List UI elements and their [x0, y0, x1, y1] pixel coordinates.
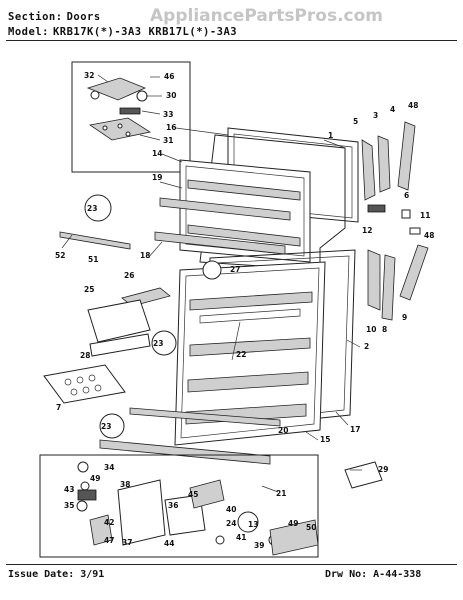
callout-25: 25	[84, 285, 94, 294]
callout-51: 51	[88, 255, 98, 264]
hardware-inset	[39, 454, 319, 558]
callout-17: 17	[350, 425, 360, 434]
callout-26: 26	[124, 271, 134, 280]
callout-23-upper: 23	[87, 204, 97, 213]
callout-18: 18	[140, 251, 150, 260]
callout-24: 24	[226, 519, 236, 528]
callout-35: 35	[64, 501, 74, 510]
callout-52: 52	[55, 251, 65, 260]
callout-21: 21	[276, 489, 286, 498]
section-value: Doors	[66, 11, 101, 23]
section-label: Section:	[8, 11, 63, 23]
callout-2: 2	[364, 342, 369, 351]
callout-27: 27	[230, 265, 240, 274]
callout-7: 7	[56, 403, 61, 412]
callout-14: 14	[152, 149, 162, 158]
model-row: Model:KRB17K(*)-3A3 KRB17L(*)-3A3	[8, 26, 237, 38]
callout-13: 13	[248, 520, 258, 529]
hinge-cover-inset	[71, 61, 191, 173]
callout-23-middle: 23	[153, 339, 163, 348]
callout-46: 46	[164, 72, 174, 81]
callout-36: 36	[168, 501, 178, 510]
callout-34: 34	[104, 463, 114, 472]
callout-5: 5	[353, 117, 358, 126]
callout-19: 19	[152, 173, 162, 182]
callout-9: 9	[402, 313, 407, 322]
footer-rule	[6, 564, 457, 565]
watermark: AppliancePartsPros.com	[150, 6, 384, 26]
callout-4: 4	[390, 105, 395, 114]
section-row: Section:Doors	[8, 11, 101, 23]
callout-48-upper: 48	[408, 101, 418, 110]
callout-6: 6	[404, 191, 409, 200]
callout-32: 32	[84, 71, 94, 80]
callout-1: 1	[328, 131, 333, 140]
callout-29: 29	[378, 465, 388, 474]
callout-48-lower: 48	[424, 231, 434, 240]
callout-39: 39	[254, 541, 264, 550]
callout-40: 40	[226, 505, 236, 514]
door-trim-parts	[59, 231, 281, 465]
door-bins	[43, 287, 171, 404]
callout-23-lower: 23	[101, 422, 111, 431]
model-label: Model:	[8, 26, 49, 38]
callout-44: 44	[164, 539, 174, 548]
callout-22: 22	[236, 350, 246, 359]
callout-47: 47	[104, 536, 114, 545]
callout-10: 10	[366, 325, 376, 334]
callout-12: 12	[362, 226, 372, 235]
callout-37: 37	[122, 538, 132, 547]
issue-date: Issue Date: 3/91	[8, 569, 105, 580]
callout-41: 41	[236, 533, 246, 542]
detail-circles	[84, 194, 222, 439]
callout-11: 11	[420, 211, 430, 220]
freezer-door-assembly	[154, 127, 359, 271]
callout-33: 33	[163, 110, 173, 119]
callout-38: 38	[120, 480, 130, 489]
callout-20: 20	[278, 426, 288, 435]
callout-49-left: 49	[90, 474, 100, 483]
callout-3: 3	[373, 111, 378, 120]
header-rule	[6, 40, 457, 41]
callout-43: 43	[64, 485, 74, 494]
callout-30: 30	[166, 91, 176, 100]
callout-42: 42	[104, 518, 114, 527]
drawing-number: Drw No: A-44-338	[325, 569, 422, 580]
callout-31: 31	[163, 136, 173, 145]
hinges-handles	[344, 121, 429, 489]
leader-lines	[61, 127, 362, 493]
model-value: KRB17K(*)-3A3 KRB17L(*)-3A3	[52, 26, 238, 38]
callout-labels: 32 46 30 33 31 16 14 1 19 5 3 4 48 23 52…	[55, 71, 434, 550]
callout-45: 45	[188, 490, 198, 499]
callout-15: 15	[320, 435, 330, 444]
callout-16: 16	[166, 123, 176, 132]
callout-49-right: 49	[288, 519, 298, 528]
callout-8: 8	[382, 325, 387, 334]
callout-28: 28	[80, 351, 90, 360]
callout-50: 50	[306, 523, 316, 532]
